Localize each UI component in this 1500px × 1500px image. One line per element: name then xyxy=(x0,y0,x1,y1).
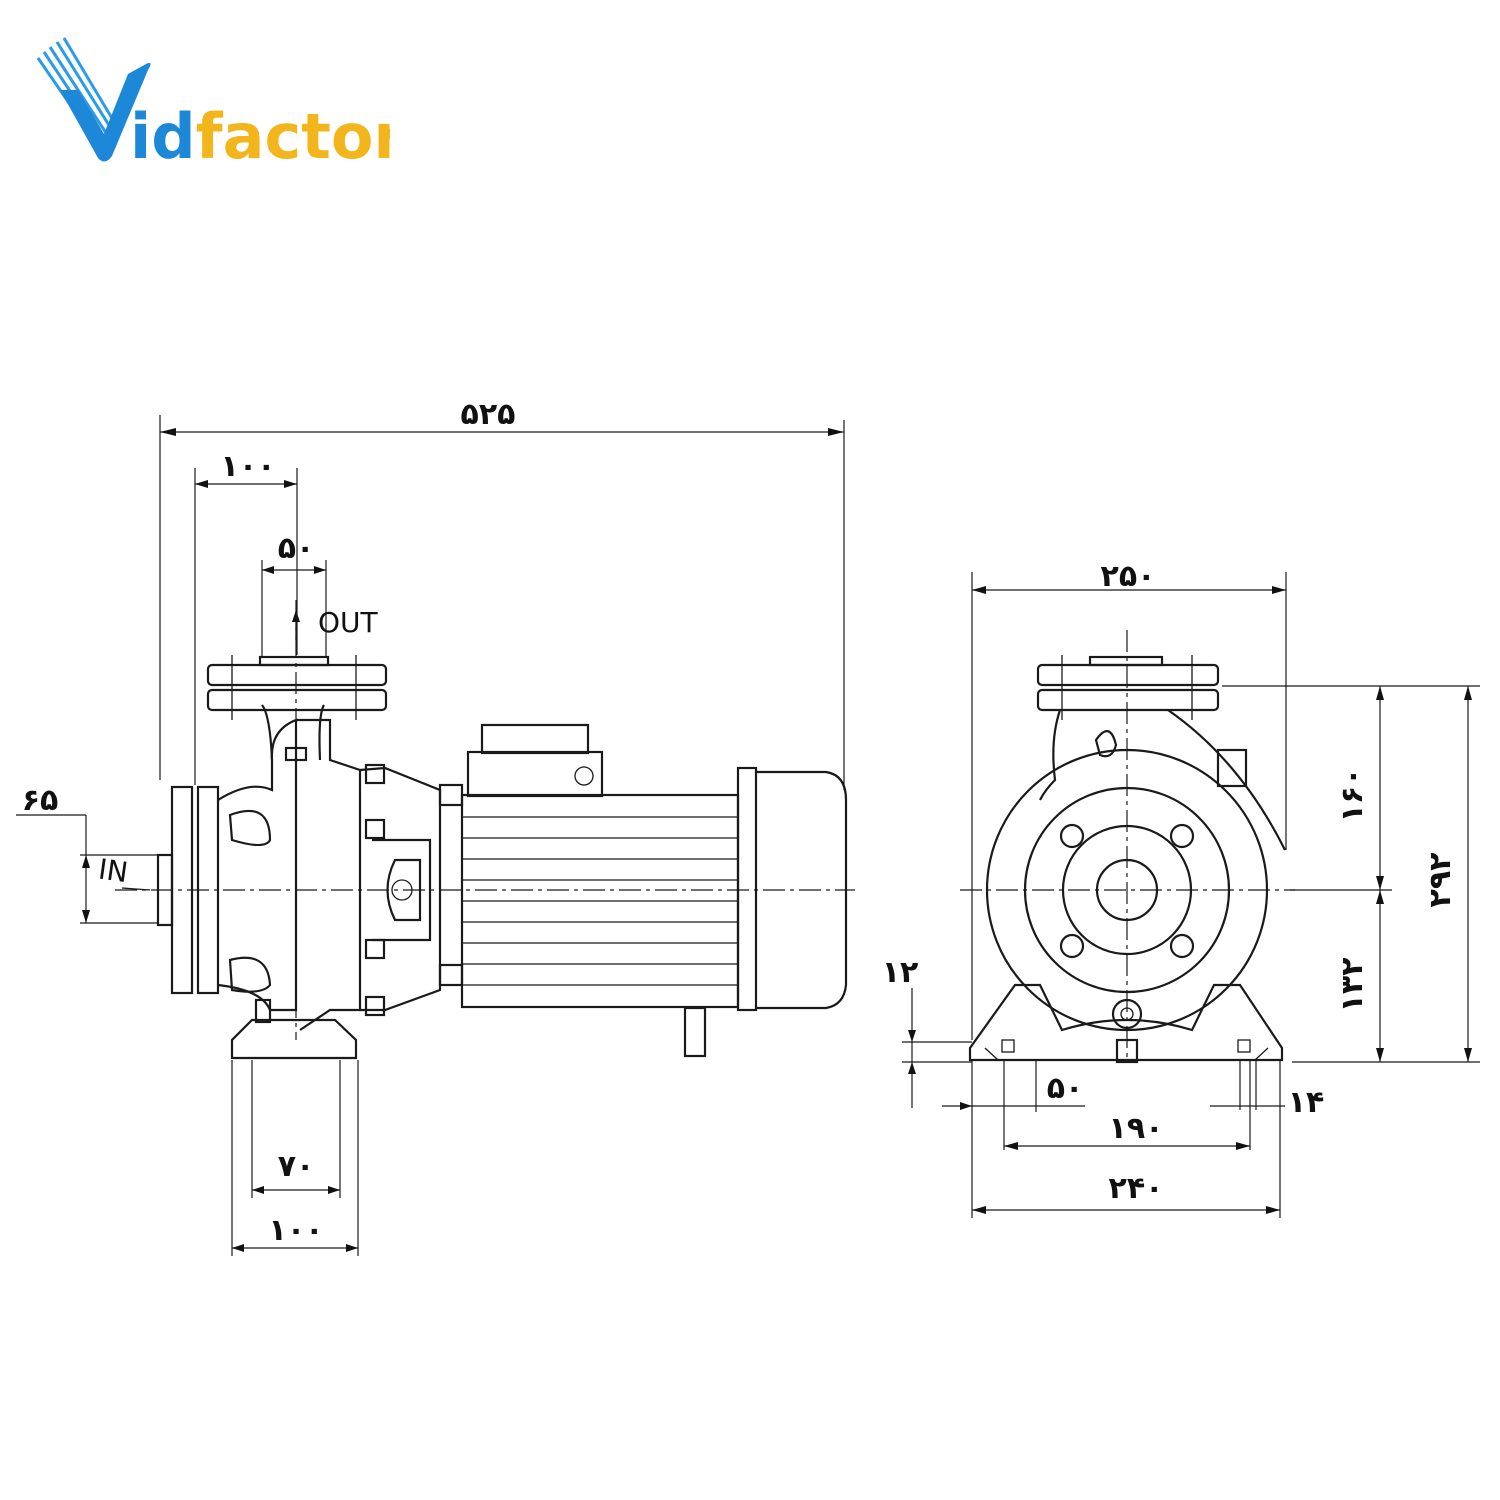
dim-lower-height: ۱۳۲ xyxy=(1335,958,1370,1013)
dim-base-width: ۲۴۰ xyxy=(1109,1171,1164,1206)
brand-wordmark: idfactor xyxy=(130,100,390,173)
out-label: OUT xyxy=(318,606,379,639)
dim-flange-offset: ۱۰۰ xyxy=(221,449,276,484)
dim-foot-outer: ۱۰۰ xyxy=(269,1213,324,1248)
dim-base-thickness: ۱۲ xyxy=(882,955,919,990)
dim-overall-length: ۵۲۵ xyxy=(461,397,516,432)
in-label: IN xyxy=(96,853,130,890)
side-view-dimensions: ۵۲۵ ۱۰۰ ۵۰ ۶۵ ۷۰ ۱۰۰ xyxy=(16,397,845,1256)
dim-hole-dia: ۱۴ xyxy=(1288,1085,1325,1120)
dim-total-height: ۲۹۲ xyxy=(1423,853,1458,908)
front-view-dimensions: ۲۵۰ ۱۶۰ ۱۳۲ ۲۹۲ ۱۲ ۵۰ ۱۹۰ xyxy=(882,559,1480,1218)
dim-outlet-dia: ۵۰ xyxy=(278,531,315,566)
dim-foot-width: ۵۰ xyxy=(1047,1071,1084,1106)
dim-foot-inner: ۷۰ xyxy=(278,1149,315,1184)
motor-fins xyxy=(462,816,738,986)
dim-inlet-dia: ۶۵ xyxy=(22,783,59,818)
v-letter-icon xyxy=(60,62,151,162)
side-view: OUT IN xyxy=(96,600,855,1060)
vidfactor-logo: idfactor xyxy=(36,37,390,173)
dim-overall-width: ۲۵۰ xyxy=(1101,559,1156,594)
dim-bolt-spacing: ۱۹۰ xyxy=(1109,1111,1164,1146)
dim-upper-height: ۱۶۰ xyxy=(1335,768,1370,823)
front-view xyxy=(960,630,1295,1064)
